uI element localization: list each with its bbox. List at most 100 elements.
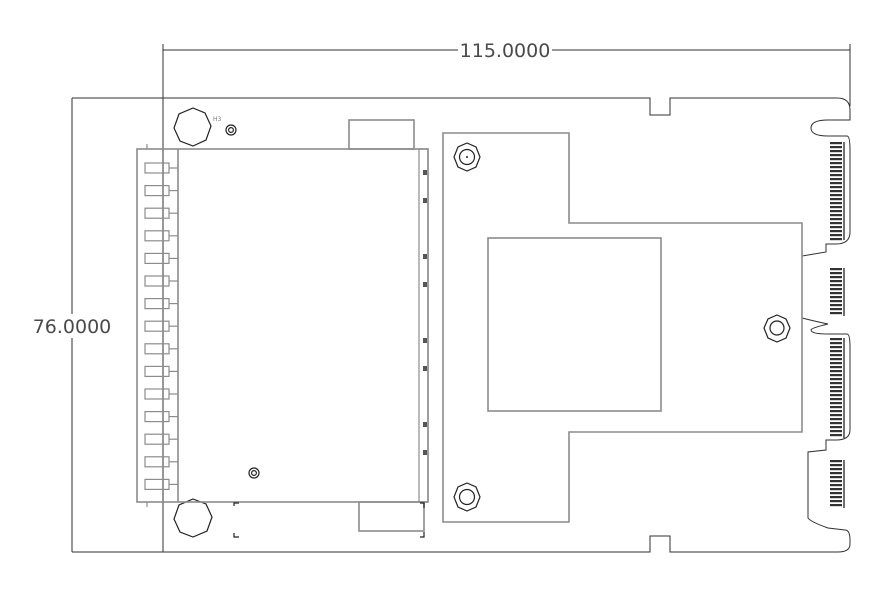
edge-finger	[830, 382, 842, 385]
edge-finger	[830, 342, 842, 345]
edge-finger	[830, 186, 842, 189]
board-outline	[162, 97, 851, 553]
edge-finger	[830, 210, 842, 213]
connector-pin	[144, 411, 170, 423]
edge-finger	[830, 292, 842, 295]
octagon-pad-icon	[173, 107, 212, 147]
edge-finger	[830, 288, 842, 291]
heatsink-module	[442, 132, 803, 523]
edge-finger	[830, 272, 842, 275]
small-via-top	[225, 124, 237, 136]
edge-finger	[830, 430, 842, 433]
side-pin-marker	[423, 170, 427, 175]
edge-finger	[830, 370, 842, 373]
edge-finger	[830, 338, 842, 341]
edge-finger	[830, 222, 842, 225]
edge-finger	[830, 350, 842, 353]
via-ring-icon	[248, 467, 260, 479]
height-dimension: 76.0000	[33, 97, 163, 553]
via-hole-icon	[251, 470, 258, 477]
height-dimension-label: 76.0000	[33, 316, 112, 338]
edge-finger	[830, 410, 842, 413]
side-pin-marker	[423, 338, 427, 343]
edge-finger	[830, 162, 842, 165]
edge-finger	[830, 414, 842, 417]
via-hole-icon	[228, 126, 235, 133]
edge-finger	[830, 300, 842, 303]
connector-pin	[144, 365, 170, 377]
chip-package	[487, 237, 662, 412]
edge-finger	[830, 500, 842, 503]
hole-reference-label: H3	[213, 116, 222, 123]
edge-finger	[830, 358, 842, 361]
edge-finger	[830, 484, 842, 487]
octagon-pad-icon	[173, 498, 213, 538]
edge-finger	[830, 296, 842, 299]
side-pin-marker	[423, 254, 427, 259]
edge-finger	[830, 182, 842, 185]
connector-pin	[144, 298, 170, 310]
edge-finger	[830, 418, 842, 421]
edge-finger	[830, 308, 842, 311]
edge-connector-fingers	[830, 142, 845, 508]
screw-head-icon	[763, 314, 791, 343]
width-dimension-label: 115.0000	[460, 40, 551, 62]
screw-center-icon	[466, 156, 468, 158]
edge-finger	[830, 230, 842, 233]
connector-pin	[144, 456, 170, 468]
edge-finger	[830, 472, 842, 475]
edge-finger	[830, 312, 842, 315]
edge-finger	[830, 226, 842, 229]
edge-finger	[830, 488, 842, 491]
connector-pins	[144, 162, 178, 490]
edge-finger	[830, 402, 842, 405]
side-pin-marker	[423, 450, 427, 455]
edge-finger	[830, 390, 842, 393]
screw-ring-icon	[458, 488, 476, 506]
edge-finger	[830, 146, 842, 149]
edge-finger	[830, 362, 842, 365]
edge-finger	[830, 394, 842, 397]
edge-finger	[830, 276, 842, 279]
edge-finger	[830, 468, 842, 471]
module-body	[136, 148, 429, 503]
edge-finger	[830, 374, 842, 377]
edge-finger	[830, 214, 842, 217]
edge-finger	[830, 202, 842, 205]
edge-finger	[830, 218, 842, 221]
side-pin-marker	[423, 366, 427, 371]
edge-finger	[830, 504, 842, 507]
edge-finger	[830, 406, 842, 409]
connector-pin	[144, 185, 170, 197]
edge-finger	[830, 386, 842, 389]
mounting-hole-bottom	[173, 498, 213, 538]
edge-finger	[830, 142, 842, 145]
connector-pin	[144, 207, 170, 219]
screw-head-icon	[453, 142, 481, 172]
connector-module	[136, 119, 429, 538]
edge-finger	[830, 268, 842, 271]
edge-finger	[830, 284, 842, 287]
module-latch-top	[348, 119, 415, 150]
edge-finger	[830, 354, 842, 357]
small-via-bottom	[248, 467, 260, 479]
edge-finger	[830, 422, 842, 425]
edge-finger	[830, 174, 842, 177]
edge-finger	[830, 492, 842, 495]
side-pin-marker	[423, 422, 427, 427]
via-ring-icon	[225, 124, 237, 136]
edge-finger	[830, 304, 842, 307]
heatsink-screw-bottom	[453, 482, 481, 512]
edge-finger	[830, 178, 842, 181]
edge-finger	[830, 460, 842, 463]
connector-pin	[144, 388, 170, 400]
edge-finger	[830, 234, 842, 237]
edge-finger	[830, 346, 842, 349]
screw-ring-icon	[458, 148, 476, 166]
screw-ring-icon	[769, 320, 785, 336]
edge-finger	[830, 194, 842, 197]
heatsink-screw-right	[763, 314, 791, 343]
edge-finger	[830, 198, 842, 201]
edge-finger	[830, 166, 842, 169]
